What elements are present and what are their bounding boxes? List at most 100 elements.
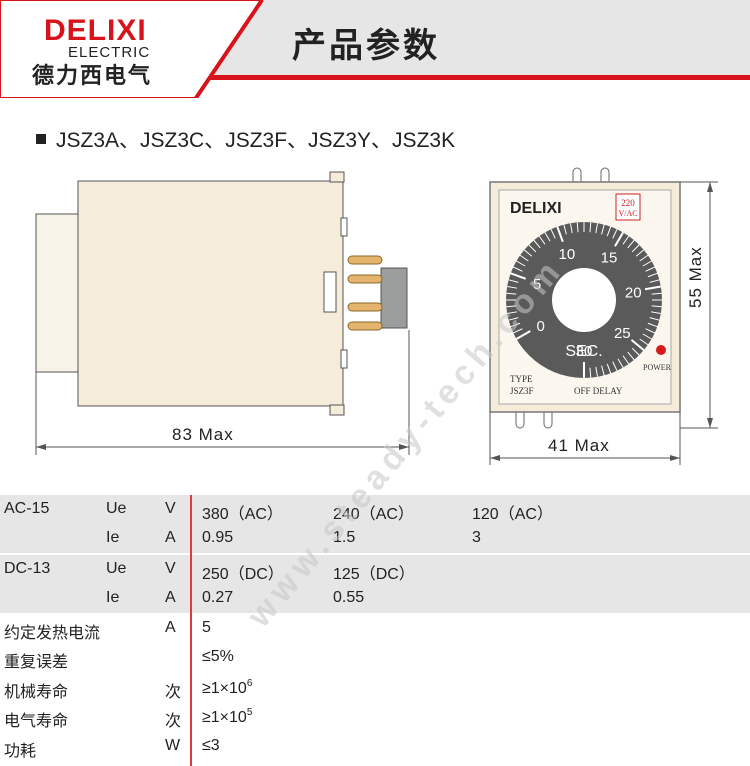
dial-tick (622, 355, 630, 365)
dial-tick (556, 226, 564, 243)
side-dimension-label: 83 Max (172, 425, 234, 444)
row-symbol-text: Ue (106, 500, 127, 517)
row-value-1: 5 (202, 619, 211, 637)
dial-tick (606, 363, 612, 374)
brand-logo: DELIXI (44, 14, 147, 47)
dial-tick (508, 279, 519, 283)
row-value-1-text: 250（DC） (202, 566, 284, 583)
row-value-2-text: 240（AC） (333, 506, 414, 523)
row-value-1-text: ≥1×10 (202, 709, 247, 726)
row-label-text: 约定发热电流 (4, 625, 101, 642)
dial-tick (631, 347, 640, 356)
dial-tick (510, 322, 521, 328)
front-brand: DELIXI (510, 200, 562, 217)
dial-tick (550, 229, 556, 239)
dial-tick (513, 266, 523, 272)
row-unit: V (165, 500, 176, 518)
row-label-text: 重复误差 (4, 654, 69, 671)
row-unit: A (165, 529, 176, 547)
row-value-1-text: 5 (202, 619, 211, 636)
dial-tick (612, 361, 618, 371)
row-label: AC-15 (4, 500, 49, 518)
row-value-3-text: 120（AC） (472, 506, 553, 523)
dial-tick (647, 272, 658, 278)
table-row: AC-15 Ue V 380（AC） 240（AC） 120（AC） (0, 495, 750, 524)
dial-tick (622, 235, 630, 245)
brand-subtitle: ELECTRIC (68, 44, 151, 61)
dial-tick (576, 222, 579, 233)
row-symbol-text: Ue (106, 560, 127, 577)
row-value-3: 3 (472, 529, 481, 547)
dial-tick (612, 229, 618, 239)
side-view (35, 171, 410, 455)
row-label-text: AC-15 (4, 500, 50, 517)
exponent: 5 (246, 707, 253, 718)
row-unit: W (165, 737, 180, 755)
dial-tick (510, 272, 527, 280)
row-value-2-text: 1.5 (333, 529, 356, 546)
row-label: 约定发热电流 (4, 619, 100, 643)
dial-tick (644, 285, 661, 291)
row-symbol: Ie (106, 529, 119, 547)
model-list: JSZ3A、JSZ3C、JSZ3F、JSZ3Y、JSZ3K (36, 124, 455, 154)
row-label-text: 功耗 (4, 743, 37, 760)
dial-tick (647, 322, 658, 328)
row-value-1-text: 380（AC） (202, 506, 283, 523)
row-value-1: ≥1×106 (202, 678, 252, 698)
row-symbol-text: Ie (106, 529, 120, 546)
row-symbol: Ue (106, 560, 126, 578)
power-label: POWER (643, 363, 672, 372)
dial-tick (601, 365, 605, 376)
bullet-square-icon (36, 134, 46, 144)
dial-tick (533, 239, 541, 249)
dial-tick (635, 249, 645, 257)
row-unit-text: A (165, 529, 176, 546)
row-symbol: Ie (106, 589, 119, 607)
dial-tick (649, 317, 660, 321)
table-divider-line (190, 495, 192, 766)
type-label: TYPE (510, 374, 533, 384)
row-value-1-text: ≤3 (202, 737, 220, 754)
row-unit: 次 (165, 707, 181, 731)
voltage-badge-bottom: V/AC (618, 209, 637, 218)
row-value-2: 240（AC） (333, 500, 414, 524)
dial-tick (515, 330, 531, 340)
dial-tick (631, 244, 640, 253)
dial-tick (523, 249, 533, 257)
row-label: 电气寿命 (4, 707, 68, 731)
table-row: Ie A 0.27 0.55 (0, 584, 750, 613)
row-value-1: 380（AC） (202, 500, 283, 524)
page-title: 产品参数 (292, 26, 440, 66)
row-unit-text: V (165, 500, 176, 517)
row-symbol: Ue (106, 500, 126, 518)
front-width-dimension-label: 41 Max (548, 436, 610, 455)
dial-tick (645, 266, 655, 272)
row-unit-text: A (165, 589, 176, 606)
header-banner: DELIXI ELECTRIC 德力西电气 产品参数 (0, 0, 750, 98)
dial-tick (595, 223, 599, 234)
dial-tick (507, 311, 518, 315)
dial-tick (519, 254, 529, 262)
dial-number: 15 (601, 250, 618, 267)
dial-tick (601, 224, 605, 235)
row-unit-text: 次 (165, 684, 182, 701)
dial-tick (645, 328, 655, 334)
table-row: 电气寿命 次 ≥1×105 (0, 702, 750, 731)
dial-tick (630, 339, 645, 351)
dial-number: 10 (559, 246, 576, 263)
dial-tick (651, 305, 662, 308)
row-label-text: 电气寿命 (4, 713, 69, 730)
dial-tick (544, 232, 551, 242)
row-value-1-text: 0.27 (202, 589, 234, 606)
dial-tick (642, 333, 652, 340)
row-value-1: ≤3 (202, 737, 220, 755)
row-value-2: 0.55 (333, 589, 364, 607)
row-value-1: ≥1×105 (202, 707, 252, 727)
row-value-3: 120（AC） (472, 500, 553, 524)
row-unit: V (165, 560, 176, 578)
dial-ticks (506, 222, 662, 378)
dial-tick (589, 222, 592, 233)
dial-tick (506, 292, 517, 295)
